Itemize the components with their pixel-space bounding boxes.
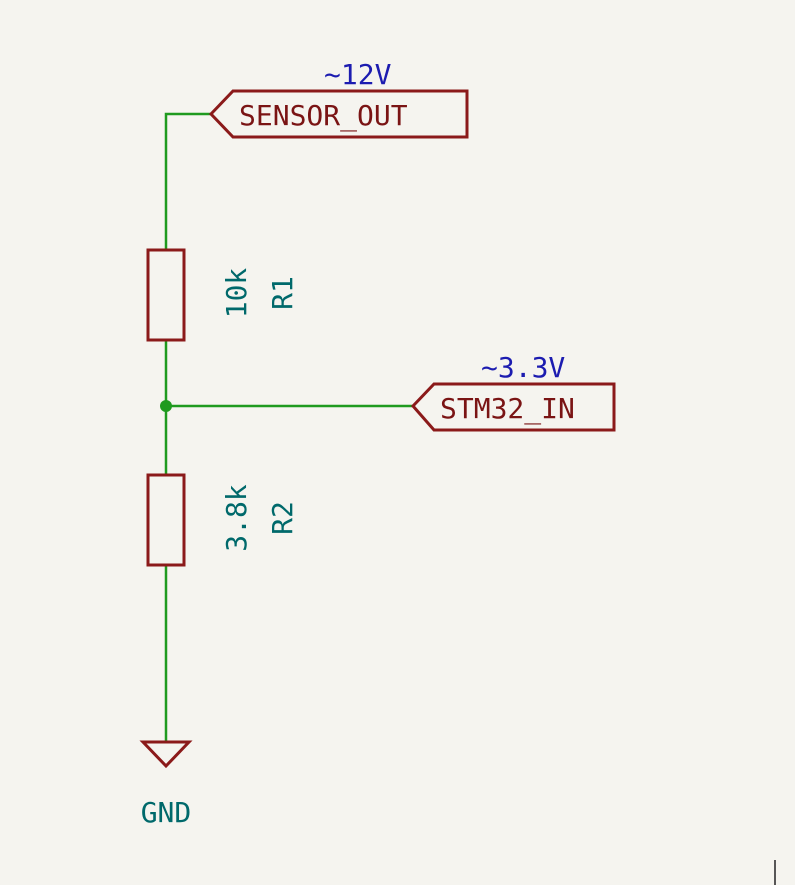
- stm32-in-label: STM32_IN: [440, 392, 575, 426]
- resistor-r1-ref: R1: [266, 276, 299, 310]
- stm32-in-voltage: ~3.3V: [481, 351, 565, 384]
- gnd-symbol[interactable]: [139, 740, 193, 769]
- sensor-out-label-shape[interactable]: [208, 89, 469, 139]
- sensor-out-label: SENSOR_OUT: [239, 99, 408, 133]
- resistor-r2-ref: R2: [266, 501, 299, 535]
- stm32-in-label-shape[interactable]: [410, 382, 616, 432]
- sensor-out-voltage: ~12V: [324, 58, 392, 91]
- wire-sensor-to-r1: [164, 112, 213, 252]
- resistor-r2-body[interactable]: [146, 473, 186, 567]
- resistor-r1-body[interactable]: [146, 248, 186, 342]
- resistor-r2-value: 3.8k: [220, 484, 253, 552]
- gnd-label: GND: [141, 796, 192, 829]
- resistor-r1-value: 10k: [220, 268, 253, 319]
- junction-dot: [160, 400, 172, 412]
